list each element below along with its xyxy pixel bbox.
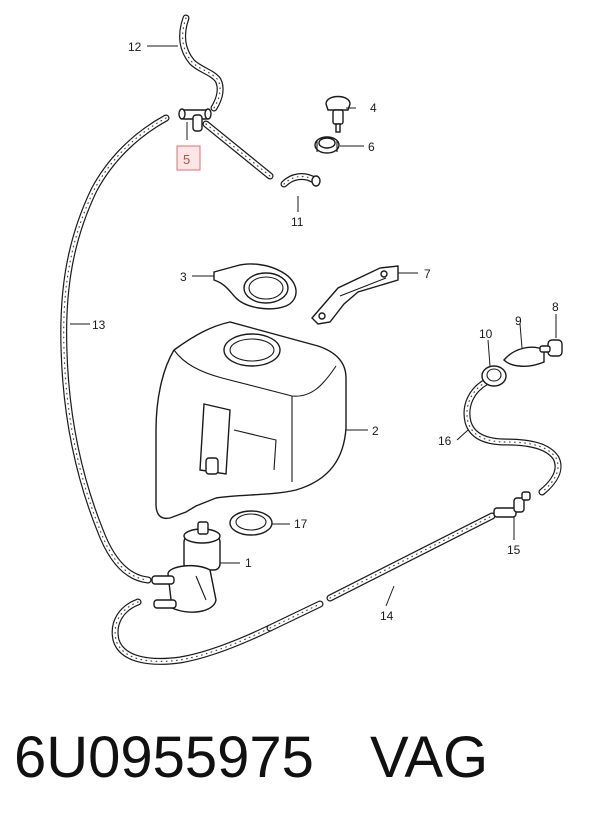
callout-8: 8: [552, 300, 559, 314]
elbow-hose-11: [280, 173, 321, 188]
hose-pump-lower: [111, 598, 274, 665]
callout-2: 2: [372, 424, 379, 438]
callout-5-highlight[interactable]: [176, 145, 201, 171]
part-number-caption: 6U0955975 VAG: [14, 724, 488, 791]
callout-10: 10: [479, 327, 493, 341]
hose-13: [60, 114, 170, 584]
hose-12: [179, 14, 224, 112]
t-connector-5: [178, 108, 212, 132]
pump-1: [151, 521, 221, 613]
callout-11: 11: [291, 215, 304, 229]
callout-6: 6: [368, 140, 375, 154]
callout-7: 7: [424, 267, 431, 281]
callout-12: 12: [128, 40, 142, 54]
hose-14: [266, 512, 496, 632]
hose-16: [463, 378, 562, 496]
callout-4: 4: [370, 101, 377, 115]
callout-17: 17: [294, 517, 308, 531]
nozzle-cover-9: [503, 346, 545, 367]
nozzle-4: [325, 95, 351, 133]
connector-15: [493, 491, 531, 518]
bracket-7: [311, 265, 399, 325]
nozzle-8: [539, 339, 563, 357]
callout-16: 16: [438, 434, 452, 448]
reservoir-2: [155, 321, 347, 520]
brand: VAG: [369, 725, 489, 790]
callout-5[interactable]: 5: [183, 152, 190, 167]
part-number: 6U0955975: [14, 725, 314, 790]
hose-upper-right: [202, 120, 274, 180]
leader-lines: [70, 45, 557, 607]
grommet-10: [481, 365, 507, 387]
callout-14: 14: [380, 609, 394, 623]
callout-13: 13: [92, 318, 106, 332]
callout-15: 15: [507, 543, 521, 557]
seal-ring-17: [229, 510, 273, 536]
callout-1: 1: [245, 556, 252, 570]
grommet-6: [314, 136, 340, 154]
filler-cap-3: [213, 263, 297, 310]
callout-9: 9: [515, 314, 522, 328]
callout-3: 3: [180, 270, 187, 284]
